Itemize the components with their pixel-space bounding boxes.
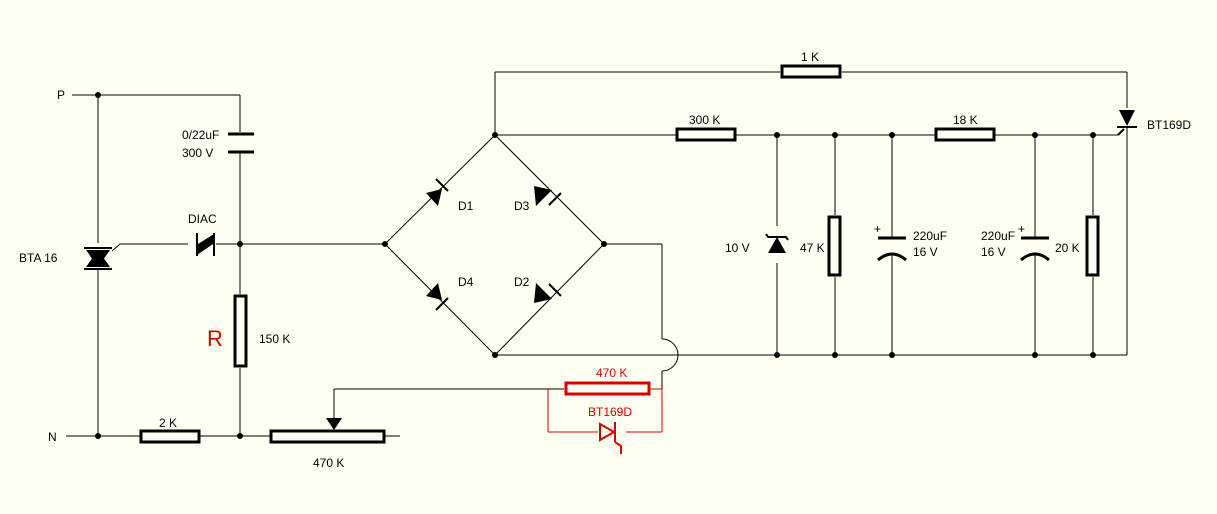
label-red-470k: 470 K [596, 366, 627, 380]
label-n: N [48, 430, 57, 444]
label-red-bt169d: BT169D [588, 405, 632, 419]
label-r-marker: R [207, 326, 223, 351]
diode-d1 [426, 178, 449, 206]
capacitor-220uf-2 [1020, 236, 1050, 262]
label-p: P [57, 88, 65, 102]
resistor-47k [827, 215, 842, 277]
scr-red-bt169d [599, 422, 622, 454]
label-c1-voltage: 16 V [913, 245, 938, 259]
label-zener-10v: 10 V [725, 241, 750, 255]
label-diac: DIAC [188, 212, 217, 226]
label-cap-voltage: 300 V [182, 146, 213, 160]
resistor-150k [233, 294, 248, 368]
label-c2-value: 220uF [981, 229, 1015, 243]
label-bta16: BTA 16 [19, 251, 58, 265]
diode-d4 [426, 283, 449, 311]
label-47k: 47 K [800, 241, 825, 255]
resistor-20k [1085, 215, 1100, 277]
resistor-red-470k [564, 381, 651, 396]
label-c2-voltage: 16 V [981, 245, 1006, 259]
junction-dots [95, 92, 1096, 439]
label-scr-bt169d: BT169D [1147, 118, 1191, 132]
label-2k: 2 K [159, 416, 177, 430]
label-d3: D3 [514, 199, 530, 213]
label-plus-2: + [1018, 222, 1025, 236]
label-1k: 1 K [801, 50, 819, 64]
label-300k: 300 K [689, 113, 720, 127]
triac-bta16 [84, 247, 112, 270]
left-wiring [66, 94, 400, 437]
label-150k: 150 K [259, 332, 290, 346]
red-subcircuit [547, 388, 663, 433]
zener-10v [765, 233, 789, 253]
label-20k: 20 K [1055, 241, 1080, 255]
label-cap-value: 0/22uF [182, 128, 219, 142]
label-plus-1: + [874, 222, 881, 236]
resistor-18k [934, 127, 996, 142]
capacitor-220uf-1 [877, 236, 907, 262]
diac [196, 233, 215, 256]
label-18k: 18 K [953, 113, 978, 127]
diode-d3 [534, 186, 562, 206]
label-pot-470k: 470 K [313, 456, 344, 470]
diode-d2 [534, 283, 562, 303]
label-d2: D2 [514, 275, 530, 289]
resistor-300k [675, 127, 737, 142]
label-d1: D1 [458, 199, 474, 213]
label-c1-value: 220uF [913, 229, 947, 243]
scr-bt169d [1117, 110, 1137, 140]
label-d4: D4 [458, 275, 474, 289]
potentiometer-470k [269, 418, 386, 444]
resistor-1k [780, 64, 842, 79]
capacitor-022uf [228, 132, 254, 154]
resistor-2k [139, 429, 201, 444]
